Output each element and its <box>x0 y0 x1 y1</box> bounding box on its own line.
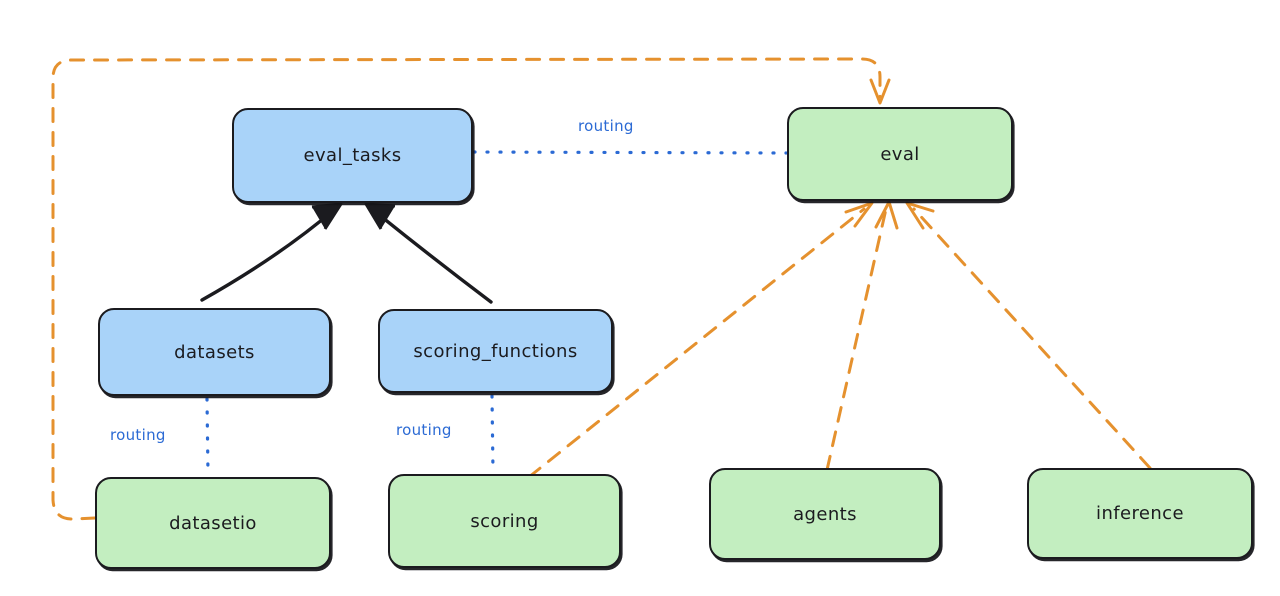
node-label-eval-tasks: eval_tasks <box>303 145 402 166</box>
node-eval-tasks[interactable]: eval_tasks <box>232 108 473 203</box>
node-label-agents: agents <box>793 503 857 525</box>
edge-datasets-to-datasetio <box>205 397 210 476</box>
node-label-inference: inference <box>1096 503 1184 524</box>
node-inference[interactable]: inference <box>1027 468 1253 559</box>
edge-datasets-to-eval-tasks <box>200 202 343 302</box>
node-label-datasetio: datasetio <box>169 512 257 534</box>
edge-label-routing-datasets-datasetio: routing <box>110 426 166 444</box>
edge-label-routing-eval-tasks-eval: routing <box>578 117 634 135</box>
node-agents[interactable]: agents <box>709 468 941 560</box>
node-label-scoring: scoring <box>470 510 539 532</box>
edge-inference-to-eval <box>905 201 1152 470</box>
node-scoring[interactable]: scoring <box>388 474 621 568</box>
node-datasetio[interactable]: datasetio <box>95 477 331 569</box>
edge-scoring-functions-to-eval-tasks <box>364 202 493 304</box>
edge-label-routing-scoring-functions-scoring: routing <box>396 421 452 439</box>
node-label-datasets: datasets <box>174 341 255 363</box>
node-eval[interactable]: eval <box>787 107 1013 201</box>
edge-agents-to-eval <box>825 200 899 472</box>
edge-datasetio-to-eval <box>51 57 891 521</box>
node-label-scoring-functions: scoring_functions <box>413 340 578 362</box>
edge-eval-tasks-to-eval <box>472 150 788 155</box>
node-datasets[interactable]: datasets <box>98 308 331 396</box>
edge-scoring-functions-to-scoring <box>490 394 495 474</box>
edge-scoring-to-eval <box>527 201 874 479</box>
node-label-eval: eval <box>880 143 920 165</box>
node-scoring-functions[interactable]: scoring_functions <box>378 309 613 393</box>
